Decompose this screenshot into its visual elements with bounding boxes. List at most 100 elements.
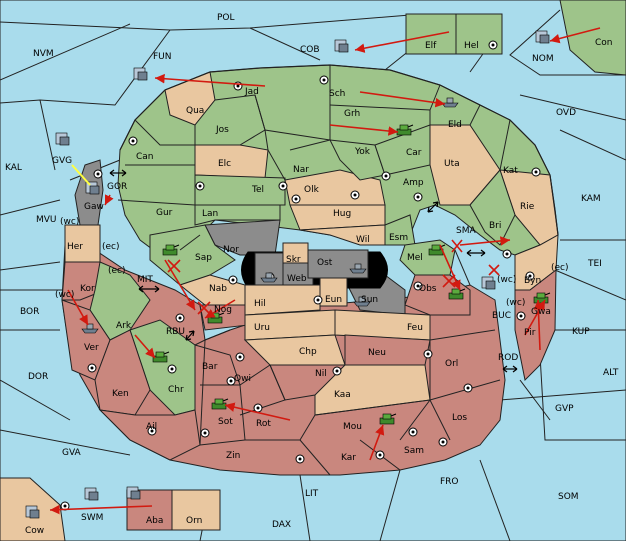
- label-uta: Uta: [444, 159, 460, 169]
- label-bar: Bar: [202, 362, 218, 372]
- label-jos: Jos: [215, 125, 229, 135]
- label-amp: Amp: [403, 178, 424, 188]
- label-wc3: (wc): [497, 275, 516, 285]
- label-web: Web: [287, 274, 307, 284]
- label-ail: Ail: [146, 422, 157, 432]
- label-bri: Bri: [489, 221, 501, 231]
- label-byn: Byn: [524, 276, 541, 286]
- label-nvm: NVM: [33, 49, 54, 59]
- label-con: Con: [595, 38, 613, 48]
- label-alt: ALT: [603, 368, 619, 378]
- label-nab: Nab: [209, 284, 227, 294]
- label-ec2: (ec): [108, 266, 126, 276]
- label-rie: Rie: [520, 202, 535, 212]
- label-neu: Neu: [368, 348, 386, 358]
- label-olk: Olk: [304, 185, 320, 195]
- label-elf: Elf: [425, 41, 437, 51]
- label-buc: BUC: [492, 311, 511, 321]
- label-cow: Cow: [25, 526, 44, 536]
- label-ark: Ark: [116, 321, 132, 331]
- label-tei: TEI: [587, 259, 602, 269]
- label-sma: SMA: [456, 226, 476, 236]
- label-sch: Sch: [329, 89, 345, 99]
- label-can: Can: [136, 152, 154, 162]
- label-wil: Wil: [356, 235, 370, 245]
- territory-lan[interactable]: [194, 204, 281, 226]
- label-uru: Uru: [254, 323, 270, 333]
- label-esm: Esm: [389, 233, 408, 243]
- label-hil: Hil: [254, 299, 266, 309]
- label-pol: POL: [217, 13, 235, 23]
- label-wc1: (wc): [60, 217, 79, 227]
- label-nor: Nor: [223, 245, 239, 255]
- label-gwa: Gwa: [531, 307, 551, 317]
- territory-elc[interactable]: [194, 144, 269, 179]
- label-mel: Mel: [407, 253, 423, 263]
- label-kaa: Kaa: [334, 390, 351, 400]
- label-kup: KUP: [572, 327, 590, 337]
- label-bor: BOR: [20, 307, 39, 317]
- label-gvp: GVP: [555, 404, 574, 414]
- label-wc4: (wc): [506, 298, 525, 308]
- label-kat: Kat: [503, 166, 518, 176]
- label-skr: Skr: [286, 255, 301, 265]
- label-qua: Qua: [186, 106, 204, 116]
- label-nog: Nog: [214, 305, 232, 315]
- label-qwi: Qwi: [234, 374, 251, 384]
- territory-yok[interactable]: [329, 139, 386, 181]
- territory-neu[interactable]: [344, 334, 431, 366]
- label-kal: KAL: [5, 163, 22, 173]
- label-car: Car: [406, 148, 422, 158]
- territory-elf[interactable]: [405, 13, 457, 55]
- label-rod: ROD: [498, 353, 518, 363]
- label-rbu: RBU: [166, 327, 185, 337]
- label-nom: NOM: [532, 54, 554, 64]
- label-gor: GOR: [107, 182, 127, 192]
- label-chr: Chr: [168, 385, 184, 395]
- label-grh: Grh: [344, 109, 360, 119]
- label-hug: Hug: [333, 209, 351, 219]
- label-zin: Zin: [226, 451, 240, 461]
- label-dor: DOR: [28, 372, 48, 382]
- label-elc: Elc: [218, 159, 231, 169]
- order-arrows: [49, 27, 601, 515]
- label-sot: Sot: [218, 417, 233, 427]
- territory-hel[interactable]: [455, 13, 503, 55]
- territory-tel[interactable]: [194, 174, 286, 206]
- label-kor: Kor: [80, 284, 95, 294]
- inner-borders: [117, 65, 511, 476]
- label-kar: Kar: [341, 453, 356, 463]
- territory-bri[interactable]: [469, 169, 516, 246]
- label-ost: Ost: [317, 258, 333, 268]
- labels: POL NVM FUN COB Elf Hel NOM Con OVD KAM …: [5, 13, 619, 536]
- territory-eun[interactable]: [319, 277, 348, 307]
- label-lit: LIT: [305, 489, 319, 499]
- label-sap: Sap: [195, 253, 212, 263]
- territory-hil[interactable]: [244, 284, 321, 316]
- label-mou: Mou: [343, 422, 362, 432]
- label-kam: KAM: [581, 194, 601, 204]
- label-eun: Eun: [325, 295, 342, 305]
- label-gva: GVA: [62, 448, 82, 458]
- label-dax: DAX: [272, 520, 291, 530]
- territory-con[interactable]: [559, 0, 626, 76]
- label-swm: SWM: [81, 513, 103, 523]
- territory-orn[interactable]: [171, 489, 221, 531]
- label-gvg: GVG: [52, 156, 72, 166]
- label-wc2: (wc): [55, 290, 74, 300]
- label-pir: Pir: [524, 328, 536, 338]
- label-los: Los: [452, 413, 467, 423]
- label-chp: Chp: [299, 347, 317, 357]
- label-lan: Lan: [202, 209, 218, 219]
- label-aba: Aba: [146, 516, 163, 526]
- label-jad: Jad: [244, 87, 259, 97]
- label-sun: Sun: [361, 295, 378, 305]
- label-hel: Hel: [464, 41, 479, 51]
- label-mit: MIT: [137, 275, 153, 285]
- territory-wil[interactable]: [299, 224, 386, 246]
- label-ovd: OVD: [556, 108, 576, 118]
- territory-kor[interactable]: [61, 261, 106, 301]
- label-mvu: MVU: [36, 215, 57, 225]
